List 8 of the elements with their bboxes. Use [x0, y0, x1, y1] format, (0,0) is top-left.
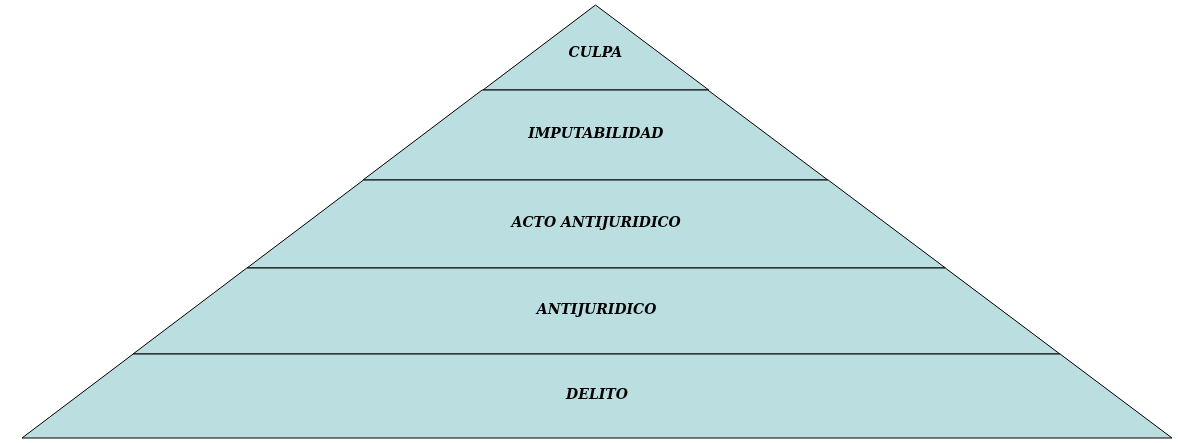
pyramid-tier: [246, 180, 946, 268]
tier-label: IMPUTABILIDAD: [528, 125, 664, 141]
tier-label: ACTO ANTIJURIDICO: [511, 214, 681, 230]
tier-label: CULPA: [568, 43, 623, 60]
pyramid-tier: [22, 354, 1172, 438]
tier-label: ANTIJURIDICO: [536, 301, 657, 317]
tier-label: DELITO: [566, 386, 628, 402]
pyramid-tier: [133, 268, 1061, 354]
